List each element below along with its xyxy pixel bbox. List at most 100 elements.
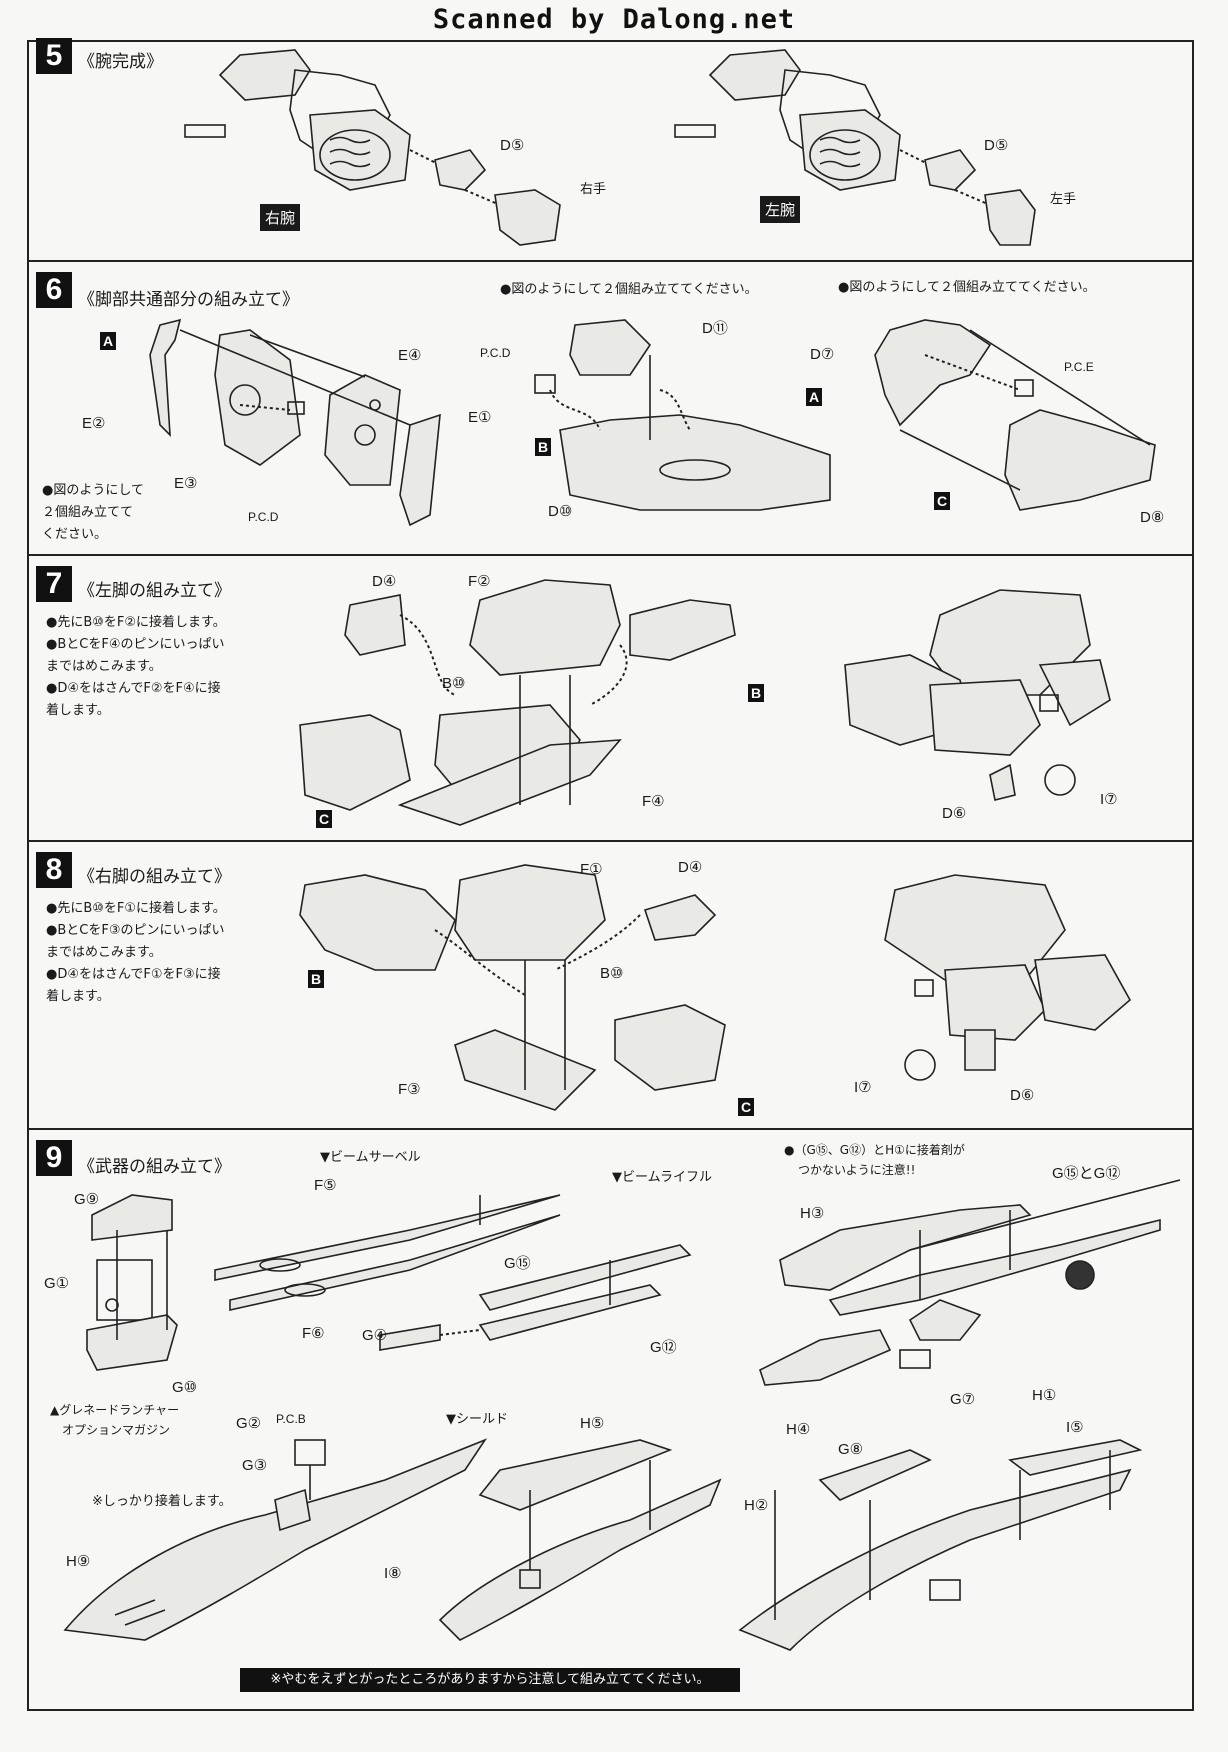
part-label-g15-and-g12: G⑮とG⑫ — [1052, 1165, 1121, 1182]
part-label-f4: F④ — [642, 793, 665, 810]
part-label-g3: G③ — [242, 1457, 268, 1474]
step-6-section — [27, 262, 1194, 556]
left-hand-label: 左手 — [1050, 192, 1077, 207]
part-label-d11: D⑪ — [702, 320, 728, 337]
note-line: ●BとCをF④のピンにいっぱい — [46, 637, 225, 652]
part-group-label: B — [748, 684, 765, 702]
caution-note: ●（G⑮、G⑫）とH①に接着剤が つかないように注意!! — [784, 1140, 965, 1180]
step-notes: ●先にB⑩をF①に接着します。 ●BとCをF③のピンにいっぱい まではめこみます… — [46, 898, 226, 1008]
part-label-g4: G④ — [362, 1327, 388, 1344]
part-label-pcb: P.C.B — [276, 1412, 306, 1426]
part-label-d4: D④ — [372, 573, 397, 590]
right-arm-drawing — [184, 49, 561, 246]
part-group-label: A — [806, 388, 823, 406]
part-label-pce: P.C.E — [1064, 360, 1094, 374]
firmly-glue-note: ※しっかり接着します。 — [92, 1494, 232, 1509]
part-label-h2: H② — [744, 1497, 769, 1514]
part-group-label: C — [316, 810, 333, 828]
leg-common-drawing-a — [149, 318, 441, 527]
part-label-f2: F② — [468, 573, 491, 590]
section-title: 《右脚の組み立て》 — [78, 867, 231, 887]
part-label-g15: G⑮ — [504, 1255, 531, 1272]
part-label-g10: G⑩ — [172, 1379, 198, 1396]
part-label-i5: I⑤ — [1066, 1419, 1084, 1436]
part-label-h4: H④ — [786, 1421, 811, 1438]
part-group-label: C — [934, 492, 951, 510]
part-label-d6: D⑥ — [1010, 1087, 1035, 1104]
shield-middle-drawing — [438, 1439, 722, 1641]
part-label-d8: D⑧ — [1140, 509, 1165, 526]
step-notes: ●先にB⑩をF②に接着します。 ●BとCをF④のピンにいっぱい まではめこみます… — [46, 612, 226, 722]
note-line: ●図のようにして — [42, 483, 144, 498]
part-label-d10: D⑩ — [548, 503, 573, 520]
assembly-note: ●図のようにして２個組み立ててください。 — [838, 280, 1096, 295]
part-label-b10: B⑩ — [442, 675, 466, 692]
shield-heading: ▼シールド — [446, 1412, 508, 1427]
note-line: ●先にB⑩をF②に接着します。 — [46, 615, 226, 630]
right-leg-assembly-drawing — [299, 864, 726, 1111]
grenade-launcher-drawing — [86, 1194, 178, 1371]
left-leg-complete-drawing — [844, 589, 1111, 801]
step-number: 9 — [36, 1140, 72, 1176]
beam-saber-heading: ▼ビームサーベル — [320, 1150, 421, 1165]
step-number: 7 — [36, 566, 72, 602]
part-label-f3: F③ — [398, 1081, 421, 1098]
step-5-section — [27, 40, 1194, 262]
right-leg-complete-drawing — [884, 874, 1132, 1081]
shield-right-drawing — [738, 1439, 1143, 1651]
step-number: 6 — [36, 272, 72, 308]
left-assembly-note: ●図のようにして ２個組み立てて ください。 — [42, 480, 144, 546]
beam-rifle-heading: ▼ビームライフル — [612, 1170, 712, 1185]
part-group-label: C — [738, 1098, 755, 1116]
part-label-h3: H③ — [800, 1205, 825, 1222]
part-label-g9: G⑨ — [74, 1191, 100, 1208]
note-line: つかないように注意!! — [798, 1163, 916, 1177]
part-label-g2: G② — [236, 1415, 262, 1432]
part-label-e4: E④ — [398, 347, 422, 364]
note-line: ●先にB⑩をF①に接着します。 — [46, 901, 226, 916]
step-number: 5 — [36, 38, 72, 74]
left-leg-assembly-drawing — [299, 579, 736, 826]
part-label-h9: H⑨ — [66, 1553, 91, 1570]
part-label-d6: D⑥ — [942, 805, 967, 822]
right-hand-label: 右手 — [580, 182, 607, 197]
section-title: 《脚部共通部分の組み立て》 — [78, 290, 299, 310]
leg-common-drawing-b — [534, 319, 831, 511]
part-label-f1: F① — [580, 861, 603, 878]
note-line: ●D④をはさんでF①をF③に接 — [46, 967, 221, 982]
part-label-h5: H⑤ — [580, 1415, 605, 1432]
note-line: まではめこみます。 — [46, 659, 162, 674]
rifle-assembly-drawing — [759, 1179, 1181, 1386]
left-arm-drawing — [674, 49, 1036, 246]
note-line: まではめこみます。 — [46, 945, 162, 960]
grenade-launcher-caption: ▲グレネードランチャー オプションマガジン — [50, 1400, 179, 1440]
part-label-b10: B⑩ — [600, 965, 624, 982]
part-label-pcd: P.C.D — [248, 510, 279, 524]
note-line: ２個組み立てて — [42, 505, 134, 520]
part-label-g7: G⑦ — [950, 1391, 976, 1408]
part-label-d5: D⑤ — [984, 137, 1009, 154]
page-frame — [27, 40, 1194, 1711]
safety-warning-footer: ※やむをえずとがったところがありますから注意して組み立ててください。 — [240, 1668, 740, 1692]
beam-saber-drawing — [214, 1194, 561, 1311]
part-group-label: A — [100, 332, 117, 350]
note-line: ●BとCをF③のピンにいっぱい — [46, 923, 225, 938]
watermark: Scanned by Dalong.net — [432, 4, 796, 35]
part-label-h1: H① — [1032, 1387, 1057, 1404]
part-label-i7: I⑦ — [854, 1079, 872, 1096]
part-label-d4: D④ — [678, 859, 703, 876]
right-arm-label: 右腕 — [260, 204, 301, 231]
step-8-section — [27, 842, 1194, 1130]
step-7-section — [27, 556, 1194, 842]
part-label-g12: G⑫ — [650, 1339, 677, 1356]
note-line: 着します。 — [46, 989, 110, 1004]
part-label-e3: E③ — [174, 475, 198, 492]
assembly-note: ●図のようにして２個組み立ててください。 — [500, 282, 758, 297]
part-label-f5: F⑤ — [314, 1177, 337, 1194]
note-line: ください。 — [42, 527, 108, 542]
part-label-e1: E① — [468, 409, 492, 426]
note-line: 着します。 — [46, 703, 110, 718]
part-label-i7: I⑦ — [1100, 791, 1118, 808]
part-group-label: B — [308, 970, 325, 988]
leg-common-drawing-c — [874, 319, 1156, 511]
